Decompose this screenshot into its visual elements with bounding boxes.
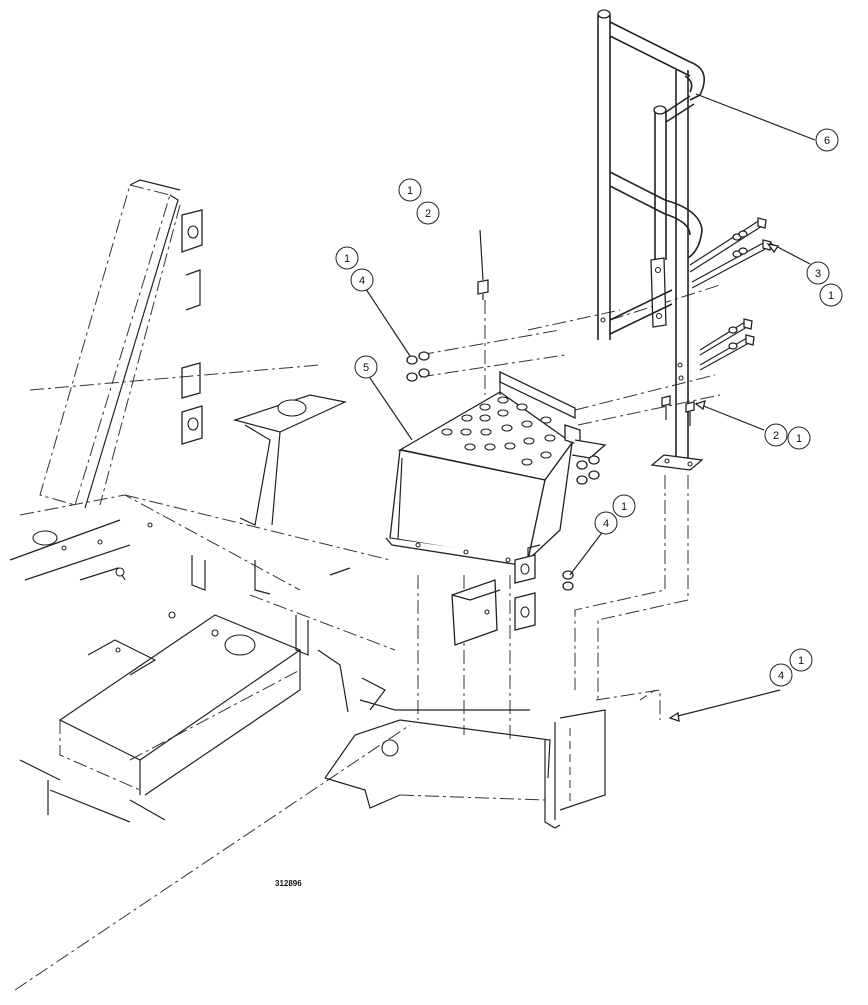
- frame-floor: [9, 494, 396, 651]
- part-number: 312896: [275, 879, 302, 888]
- step-holes: [441, 396, 556, 466]
- handrail: [597, 9, 706, 471]
- callout-1-4-mid: 1 4: [594, 494, 636, 535]
- callout-3-1: 3 1: [806, 261, 843, 307]
- frame-main-rail: [14, 699, 606, 991]
- callout-text: 1: [828, 290, 834, 302]
- callout-text: 1: [798, 655, 804, 667]
- frame-lower-block: [19, 614, 386, 823]
- frame-column: [39, 179, 181, 509]
- short-bolts: [661, 395, 695, 426]
- step-bracket: [451, 554, 536, 646]
- callout-text: 4: [778, 670, 784, 682]
- callout-text: 1: [621, 501, 627, 513]
- callout-text: 1: [796, 433, 802, 445]
- callout-text: 2: [425, 208, 431, 220]
- callout-text: 2: [773, 430, 779, 442]
- step-box: [385, 370, 607, 566]
- callout-5-text: 5: [363, 362, 369, 374]
- long-bolts: [689, 217, 772, 371]
- callout-5: 5: [354, 355, 378, 379]
- frame-brackets: [181, 209, 203, 445]
- callout-text: 3: [815, 268, 821, 280]
- top-bolt: [477, 279, 489, 300]
- callout-text: 4: [603, 518, 609, 530]
- nuts: [406, 351, 600, 591]
- callout-1-4-left: 1 4: [335, 246, 374, 292]
- callout-6: 6: [815, 128, 839, 152]
- callout-text: 1: [344, 253, 350, 265]
- callout-4-1-bottom: 4 1: [769, 648, 813, 687]
- callout-text: 4: [359, 275, 365, 287]
- callout-text: 1: [407, 185, 413, 197]
- leader-lines: [359, 93, 816, 722]
- frame-top-plate: [29, 364, 347, 526]
- callout-2-1-right: 2 1: [764, 423, 811, 450]
- callout-1-2-top: 1 2: [398, 178, 440, 225]
- callout-6-text: 6: [824, 135, 830, 147]
